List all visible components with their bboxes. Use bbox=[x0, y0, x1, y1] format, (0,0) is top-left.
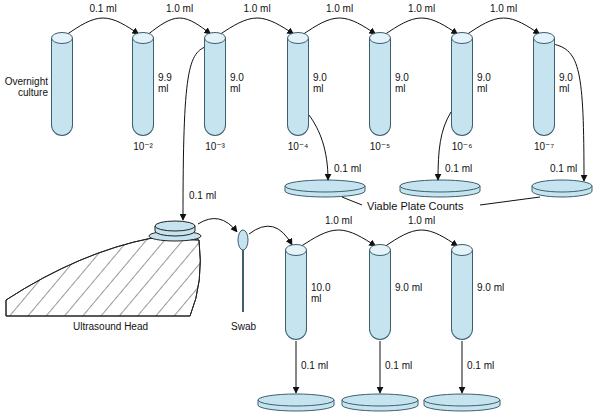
test-tube: 9.0 ml10⁻⁴ bbox=[287, 38, 309, 136]
volume-label: 9.0 ml bbox=[477, 72, 501, 94]
tube-mouth bbox=[451, 244, 473, 256]
volume-label: 9.0 ml bbox=[559, 72, 583, 94]
test-tube: 9.9 ml10⁻² bbox=[132, 38, 154, 136]
transfer-arrow bbox=[386, 230, 458, 246]
test-tube: 10.0 ml bbox=[285, 250, 307, 340]
volume-label: 9.0 ml bbox=[230, 72, 254, 94]
test-tube: 9.0 ml bbox=[369, 250, 391, 340]
annotation-label: 0.1 ml bbox=[300, 360, 329, 372]
tube-mouth bbox=[132, 32, 154, 44]
annotation-label: 0.1 ml bbox=[444, 163, 473, 175]
volume-transfer-label: 1.0 ml bbox=[324, 215, 353, 227]
test-tube: 9.0 ml10⁻⁶ bbox=[451, 38, 473, 136]
volume-label: 9.0 ml bbox=[477, 282, 505, 293]
annotation-label: 0.1 ml bbox=[549, 163, 578, 175]
volume-label: 10.0 ml bbox=[311, 282, 339, 304]
volume-label: 9.0 ml bbox=[395, 282, 423, 293]
annotation-label: 0.1 ml bbox=[188, 190, 217, 202]
transfer-arrow bbox=[468, 18, 540, 34]
test-tube: 9.0 ml10⁻³ bbox=[204, 38, 226, 136]
tube-mouth bbox=[51, 32, 73, 44]
volume-label: 9.0 ml bbox=[313, 72, 337, 94]
connector-layer bbox=[68, 18, 540, 246]
transfer-arrow bbox=[304, 18, 376, 34]
volume-label: 9.9 ml bbox=[158, 72, 182, 94]
dilution-label: 10⁻⁴ bbox=[280, 141, 316, 152]
volume-transfer-label: 1.0 ml bbox=[489, 3, 518, 15]
test-tube: 9.0 ml bbox=[451, 250, 473, 340]
tube-mouth bbox=[369, 244, 391, 256]
tube-mouth bbox=[204, 32, 226, 44]
tube-mouth bbox=[285, 244, 307, 256]
annotation-label: Viable Plate Counts bbox=[366, 200, 464, 212]
test-tube: 9.0 ml10⁻⁷ bbox=[533, 38, 555, 136]
volume-transfer-label: 1.0 ml bbox=[325, 3, 354, 15]
volume-transfer-label: 1.0 ml bbox=[242, 3, 271, 15]
dilution-label: 10⁻⁶ bbox=[444, 141, 480, 152]
annotation-label: 0.1 ml bbox=[384, 360, 413, 372]
annotation-label: Ultrasound Head bbox=[72, 321, 149, 333]
transfer-arrow bbox=[68, 18, 139, 34]
swab bbox=[238, 230, 248, 312]
dilution-label: 10⁻⁵ bbox=[362, 141, 398, 152]
tube-mouth bbox=[369, 32, 391, 44]
test-tube: 9.0 ml10⁻⁵ bbox=[369, 38, 391, 136]
annotation-label: 0.1 ml bbox=[333, 163, 362, 175]
annotation-label: 0.1 ml bbox=[466, 360, 495, 372]
annotation-label: Swab bbox=[230, 321, 257, 333]
transfer-arrow bbox=[302, 230, 376, 246]
tube-mouth bbox=[533, 32, 555, 44]
volume-transfer-label: 1.0 ml bbox=[407, 3, 436, 15]
agar-plate bbox=[285, 180, 592, 197]
volume-transfer-label: 0.1 ml bbox=[88, 3, 117, 15]
volume-label: 9.0 ml bbox=[395, 72, 419, 94]
ultrasound-head bbox=[6, 221, 201, 316]
agar-plate bbox=[258, 394, 500, 411]
transfer-arrow bbox=[386, 18, 458, 34]
dilution-label: 10⁻³ bbox=[197, 141, 233, 152]
tube-mouth bbox=[451, 32, 473, 44]
transfer-arrow bbox=[149, 18, 211, 34]
tube-mouth bbox=[287, 32, 309, 44]
transfer-arrow bbox=[221, 18, 294, 34]
dilution-label: 10⁻⁷ bbox=[526, 141, 562, 152]
test-tube: Overnight culture bbox=[51, 38, 73, 136]
culture-label: Overnight culture bbox=[0, 76, 48, 98]
dilution-label: 10⁻² bbox=[125, 141, 161, 152]
volume-transfer-label: 1.0 ml bbox=[165, 3, 194, 15]
volume-transfer-label: 1.0 ml bbox=[407, 215, 436, 227]
